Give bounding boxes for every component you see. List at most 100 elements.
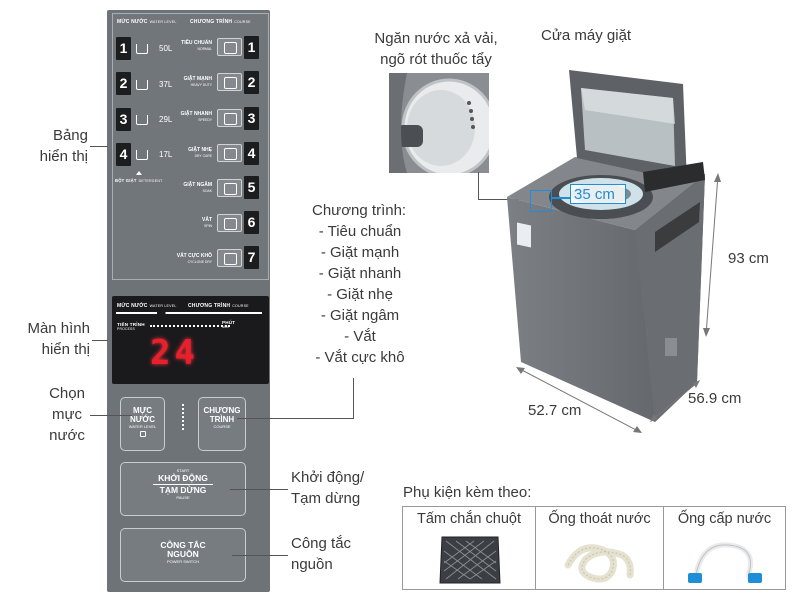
course-header-text: CHƯƠNG TRÌNH xyxy=(190,19,233,25)
softener-highlight-box xyxy=(530,190,552,212)
height-dimension: 93 cm xyxy=(728,250,769,267)
water-level-3-button[interactable]: 3 xyxy=(116,108,131,131)
program-1-label-text: TIÊU CHUẨN xyxy=(181,40,212,46)
accessory-name: Ống thoát nước xyxy=(548,511,651,527)
power-switch-label2: NGUỒN xyxy=(167,549,199,559)
program-list-item: - Vắt cực khô xyxy=(315,349,405,366)
program-list-item: - Giặt mạnh xyxy=(320,244,400,261)
inlet-hose-image xyxy=(688,542,762,583)
program-1-button[interactable]: 1 xyxy=(244,36,259,59)
opening-arrow xyxy=(552,197,570,199)
callout-screen: Màn hình hiển thị xyxy=(14,318,90,360)
callout-door: Cửa máy giặt xyxy=(541,27,632,44)
leader-line xyxy=(92,340,108,341)
depth-dimension: 56.9 cm xyxy=(688,390,742,407)
course-button-en: COURSE xyxy=(213,424,231,429)
program-6-button[interactable]: 6 xyxy=(244,211,259,234)
display-course-header-text: CHƯƠNG TRÌNH xyxy=(188,303,231,309)
course-header-en: COURSE xyxy=(234,20,251,24)
detergent-label-en: DETERGENT xyxy=(138,179,163,183)
start-pause-label1: KHỞI ĐỘNG xyxy=(158,473,208,483)
display-water-header-text: MỨC NƯỚC xyxy=(117,303,148,309)
callout-screen-line1: Màn hình xyxy=(27,320,90,337)
program-list-item: - Giặt nhanh xyxy=(318,265,402,282)
leader-line xyxy=(232,555,288,556)
water-level-1-value: 50L xyxy=(159,44,173,53)
time-readout: 24 xyxy=(150,333,199,373)
callout-start-pause-line2: Tạm dừng xyxy=(291,490,361,507)
dimension-lines xyxy=(516,173,721,433)
start-pause-label2: TẠM DỪNG xyxy=(159,485,207,495)
start-pause-en: PAUSE xyxy=(176,495,190,500)
water-level-button-label2: NƯỚC xyxy=(129,415,155,424)
display-water-header-en: WATER LEVEL xyxy=(149,304,177,308)
leader-line xyxy=(478,199,528,200)
course-button[interactable]: CHƯƠNG TRÌNH COURSE xyxy=(198,397,246,451)
callout-screen-line2: hiển thị xyxy=(41,341,90,358)
water-level-2-button[interactable]: 2 xyxy=(116,72,131,95)
program-3-label-en: SPEEDY xyxy=(198,118,212,122)
program-3-label-text: GIẶT NHANH xyxy=(180,111,212,117)
power-switch-en: POWER SWITCH xyxy=(167,559,199,564)
program-2-label-en: HEAVY DUTY xyxy=(190,83,212,87)
callout-display-board-line1: Bảng xyxy=(52,127,88,144)
program-4-button[interactable]: 4 xyxy=(244,142,259,165)
start-pause-top: START xyxy=(176,468,190,473)
leader-line xyxy=(90,146,108,147)
program-7-label-en: CYCLONE DRY xyxy=(187,260,212,264)
rodent-guard-image xyxy=(439,536,501,584)
callout-softener-line1: Ngăn nước xả vải, xyxy=(374,30,498,47)
accessories-title: Phụ kiện kèm theo: xyxy=(403,484,532,501)
program-2-button[interactable]: 2 xyxy=(244,71,259,94)
washing-machine-image xyxy=(507,70,705,422)
water-level-header-text: MỨC NƯỚC xyxy=(117,19,148,25)
program-list-item: - Giặt ngâm xyxy=(320,307,400,324)
callout-water-select-line1: Chọn xyxy=(49,385,85,402)
shirt-icon xyxy=(217,38,242,56)
water-level-icon xyxy=(136,115,148,125)
leader-line xyxy=(237,418,354,419)
power-switch-label1: CÔNG TẮC xyxy=(160,540,206,550)
callout-display-board-line2: hiển thị xyxy=(39,148,88,165)
callout-water-select-line3: nước xyxy=(49,427,85,444)
callout-water-select: Chọn mực nước xyxy=(36,383,98,446)
program-3-button[interactable]: 3 xyxy=(244,107,259,130)
start-pause-divider xyxy=(153,484,213,485)
callout-display-board: Bảng hiển thị xyxy=(20,125,88,167)
water-level-button-label1: MỰC xyxy=(132,406,153,415)
accessory-cell: Ống thoát nước xyxy=(536,507,664,589)
water-level-1-button[interactable]: 1 xyxy=(116,37,131,60)
detergent-arrow-icon xyxy=(136,171,142,175)
speedy-icon xyxy=(217,109,242,127)
program-5-button[interactable]: 5 xyxy=(244,176,259,199)
program-7-button[interactable]: 7 xyxy=(244,246,259,269)
softener-closeup-image xyxy=(389,73,489,173)
minute-label-text: PHÚT xyxy=(222,320,236,325)
process-label-en: PROCESS xyxy=(117,327,135,331)
start-pause-button[interactable]: START KHỞI ĐỘNG TẠM DỪNG PAUSE xyxy=(120,462,246,516)
program-list-item: - Vắt xyxy=(344,328,376,345)
program-5-label-text: GIẶT NGÂM xyxy=(183,182,212,188)
program-5-label-en: SOAK xyxy=(202,189,212,193)
water-level-4-button[interactable]: 4 xyxy=(116,143,131,166)
accessories-table: Tấm chắn chuột Ống thoát nước Ống cấp nư… xyxy=(402,506,786,590)
program-6-label-en: SPIN xyxy=(204,224,212,228)
water-level-button[interactable]: MỰC NƯỚC WATER LEVEL xyxy=(120,397,165,451)
leader-line xyxy=(90,415,132,416)
callout-programs-list: - Tiêu chuẩn - Giặt mạnh - Giặt nhanh - … xyxy=(300,221,420,368)
led-display xyxy=(112,296,269,384)
power-switch-button[interactable]: CÔNG TẮC NGUỒN POWER SWITCH xyxy=(120,528,246,582)
detergent-label-text: BỘT GIẶT xyxy=(115,178,137,183)
callout-softener-line2: ngõ rót thuốc tẩy xyxy=(380,51,492,68)
